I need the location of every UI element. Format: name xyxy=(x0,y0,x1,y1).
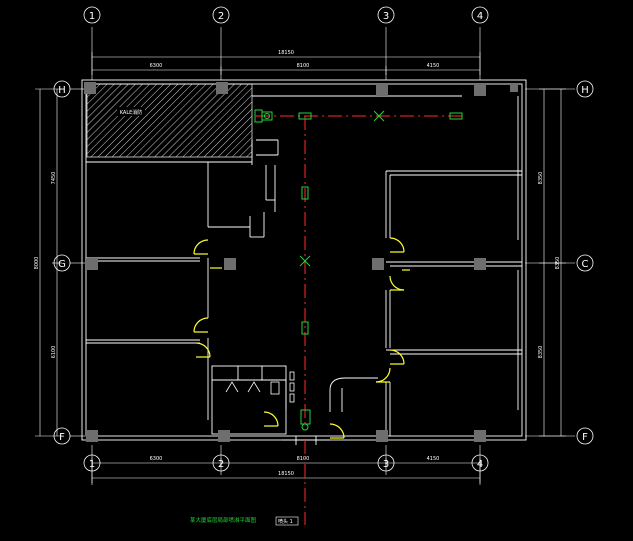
structural-columns xyxy=(84,82,518,442)
axis-bubble-f-right[interactable]: F xyxy=(576,427,594,445)
svg-text:1: 1 xyxy=(89,11,95,22)
axis-bubble-h-right[interactable]: H xyxy=(576,80,594,98)
svg-text:G: G xyxy=(58,259,66,270)
dim-right-seg-3: 8350 xyxy=(538,346,544,359)
sprinkler-heads[interactable] xyxy=(254,109,463,431)
axis-bubble-3-bottom[interactable]: 3 xyxy=(377,454,395,472)
svg-text:H: H xyxy=(58,85,66,96)
dim-bottom-seg-3: 4150 xyxy=(427,456,440,462)
dim-bottom-total: 18150 xyxy=(278,471,294,477)
axis-bubble-h-left[interactable]: H xyxy=(53,80,71,98)
hatched-room[interactable] xyxy=(86,83,253,158)
dimension-bottom xyxy=(91,458,481,483)
axis-bubble-1-bottom[interactable]: 1 xyxy=(83,454,101,472)
svg-text:3: 3 xyxy=(383,11,389,22)
axis-bubble-f-left[interactable]: F xyxy=(53,427,71,445)
hatched-room-label-bg xyxy=(117,107,145,116)
axis-bubble-1-top[interactable]: 1 xyxy=(83,6,101,24)
dim-top-seg-1: 6300 xyxy=(150,63,163,69)
svg-text:4: 4 xyxy=(477,459,483,470)
svg-text:F: F xyxy=(59,432,65,443)
sprinkler-pipe xyxy=(256,115,462,525)
axis-bubble-c-right[interactable]: C xyxy=(576,254,594,272)
svg-text:F: F xyxy=(582,432,588,443)
dimension-right xyxy=(539,88,566,437)
dim-left-seg-1: 7450 xyxy=(51,172,57,185)
svg-text:3: 3 xyxy=(383,459,389,470)
legend-box xyxy=(275,516,299,526)
svg-text:H: H xyxy=(581,85,589,96)
svg-text:C: C xyxy=(582,259,589,270)
axis-bubble-3-top[interactable]: 3 xyxy=(377,6,395,24)
axis-bubble-2-bottom[interactable]: 2 xyxy=(212,454,230,472)
dimension-top xyxy=(91,52,481,75)
axis-bubble-g-left[interactable]: G xyxy=(53,254,71,272)
building-walls xyxy=(81,79,527,445)
dim-left-seg-2: 8000 xyxy=(34,257,40,270)
dim-bottom-seg-2: 8100 xyxy=(297,456,310,462)
dim-top-total: 18150 xyxy=(278,50,294,56)
doors xyxy=(193,237,410,439)
svg-text:2: 2 xyxy=(218,11,224,22)
axis-bubble-2-top[interactable]: 2 xyxy=(212,6,230,24)
drawing-caption: 某大厦底层局部喷淋平面图 xyxy=(190,516,257,524)
dim-top-seg-3: 4150 xyxy=(427,63,440,69)
svg-text:1: 1 xyxy=(89,459,95,470)
legend-text: 喷头 1 xyxy=(278,518,293,525)
svg-text:2: 2 xyxy=(218,459,224,470)
axis-bubble-4-bottom[interactable]: 4 xyxy=(471,454,489,472)
dim-right-seg-1: 8350 xyxy=(538,172,544,185)
dim-right-seg-2: 8350 xyxy=(555,257,561,270)
axis-bubble-4-top[interactable]: 4 xyxy=(471,6,489,24)
dim-top-seg-2: 8100 xyxy=(297,63,310,69)
toilet-fixtures xyxy=(225,371,295,403)
dim-left-seg-3: 6100 xyxy=(51,346,57,359)
hatched-room-label: KALE消防 xyxy=(120,109,143,116)
svg-text:4: 4 xyxy=(477,11,483,22)
dim-bottom-seg-1: 6300 xyxy=(150,456,163,462)
